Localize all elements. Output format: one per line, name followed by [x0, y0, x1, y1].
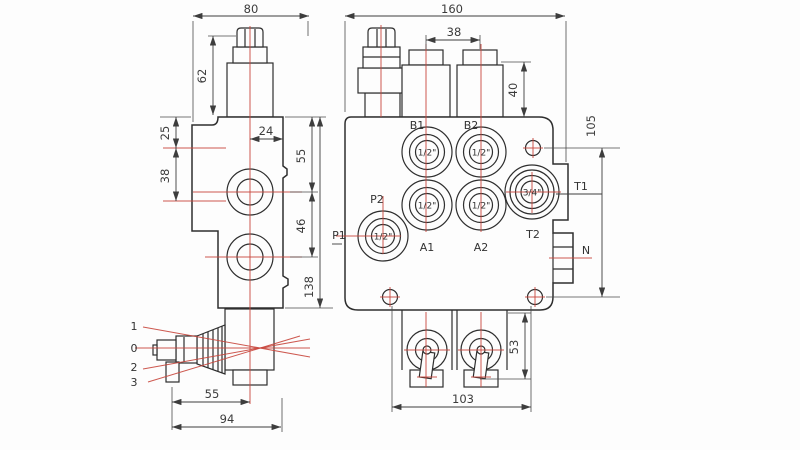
dim-bracket-height: 53 — [507, 340, 521, 355]
front-view: B1 B2 A1 A2 P2 P1 T1 T2 N 1/2" 1/2" 1/2"… — [332, 2, 620, 412]
lever-pos-3: 3 — [131, 376, 138, 389]
port-p2-label: P2 — [370, 193, 384, 206]
front-centerlines — [336, 25, 592, 387]
spool-caps — [401, 49, 504, 118]
dim-cap-spacing: 38 — [447, 25, 462, 39]
port-a2-size: 1/2" — [472, 202, 491, 212]
lever-pos-1: 1 — [131, 320, 138, 333]
lever-bracket-2 — [456, 310, 508, 388]
dim-top-to-port1: 55 — [294, 149, 308, 164]
port-t1-size: 3/4" — [523, 189, 542, 199]
port-a2-label: A2 — [474, 241, 489, 254]
dim-side-width: 80 — [244, 2, 259, 16]
port-b1 — [401, 126, 453, 178]
port-n-label: N — [582, 244, 590, 257]
dim-cap-height: 40 — [506, 83, 520, 98]
port-a1 — [401, 179, 453, 231]
dim-front-width: 160 — [441, 2, 463, 16]
port-p1-label: P1 — [332, 229, 346, 242]
dim-mount-holes-vertical: 105 — [584, 115, 598, 137]
side-view: 1 0 2 3 80 62 25 38 24 — [131, 2, 333, 432]
dim-body-height: 138 — [302, 276, 316, 298]
lever-bracket-1 — [401, 310, 453, 388]
port-b2-label: B2 — [464, 119, 479, 132]
port-a1-size: 1/2" — [418, 202, 437, 212]
side-dimensions: 80 62 25 38 24 55 46 138 — [158, 2, 333, 432]
dim-port-to-edge: 24 — [259, 124, 274, 138]
front-body — [344, 116, 574, 311]
port-b2-size: 1/2" — [472, 149, 491, 159]
port-t1-label: T1 — [573, 180, 588, 193]
port-b1-size: 1/2" — [418, 149, 437, 159]
dim-side-port-top: 25 — [158, 126, 172, 141]
lever-pos-2: 2 — [131, 361, 138, 374]
dim-lever-to-center: 55 — [205, 387, 220, 401]
spool-lever — [152, 324, 226, 383]
dim-port-gap: 46 — [294, 219, 308, 234]
port-a1-label: A1 — [420, 241, 435, 254]
dim-side-port-spacing: 38 — [158, 169, 172, 184]
front-dimensions: 160 38 40 105 53 103 — [344, 2, 620, 412]
dim-lever-to-back: 94 — [220, 412, 235, 426]
dim-relief-height: 62 — [195, 69, 209, 84]
side-centerlines — [135, 26, 311, 404]
lever-pos-0: 0 — [131, 342, 138, 355]
port-b1-label: B1 — [410, 119, 425, 132]
dim-mount-holes-horizontal: 103 — [452, 392, 474, 406]
port-t2-label: T2 — [525, 228, 540, 241]
port-p1-size: 1/2" — [374, 233, 393, 243]
